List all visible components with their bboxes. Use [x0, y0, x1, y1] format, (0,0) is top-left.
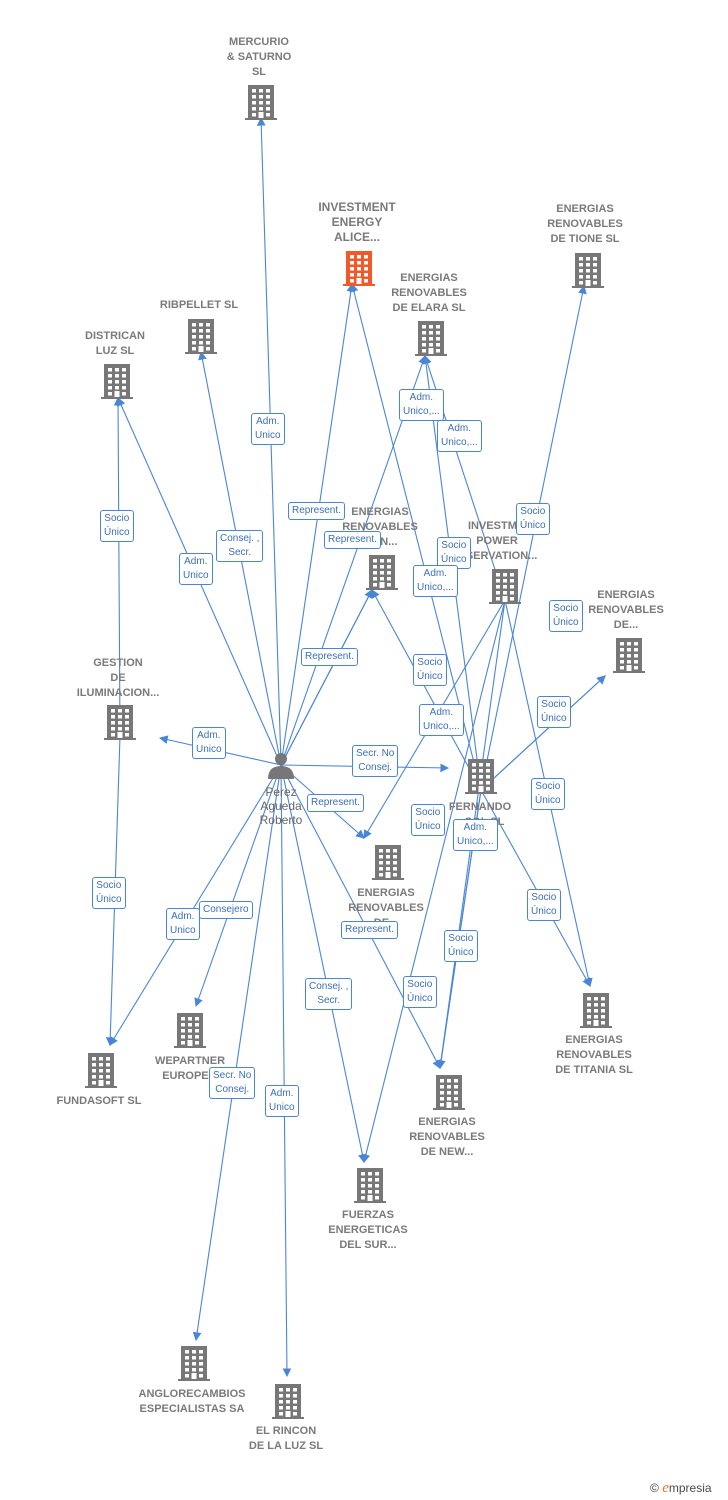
- company-label-rincon[interactable]: EL RINCON DE LA LUZ SL: [248, 1425, 324, 1452]
- copyright-symbol: ©: [650, 1481, 659, 1495]
- edge-label-e_districan_socio[interactable]: Socio Único: [100, 510, 134, 542]
- building-icon[interactable]: [343, 251, 375, 286]
- company-label-ribpellet[interactable]: RIBPELLET SL: [159, 299, 239, 311]
- edge-line: [109, 764, 282, 1046]
- company-label-investment_power[interactable]: INVESTM... POWER ...SERVATION...: [456, 520, 538, 562]
- edge-label-e_de2_socio[interactable]: Socio Único: [411, 804, 445, 836]
- edge-line: [480, 675, 606, 791]
- building-icon[interactable]: [613, 638, 645, 673]
- edge-label-e_ribpellet[interactable]: Consej. , Secr.: [216, 530, 264, 562]
- building-icon[interactable]: [465, 759, 497, 794]
- company-label-elara[interactable]: ENERGIAS RENOVABLES DE ELARA SL: [391, 272, 467, 314]
- building-icon[interactable]: [245, 85, 277, 120]
- edge-label-e_elara1[interactable]: Adm. Unico,...: [399, 389, 444, 421]
- company-label-investment_alice[interactable]: INVESTMENT ENERGY ALICE...: [318, 200, 396, 244]
- edge-label-e_con_rep[interactable]: Represent.: [324, 531, 381, 549]
- edge-label-e_titania_socio[interactable]: Socio Único: [531, 778, 565, 810]
- edge-label-e_fernando_secr[interactable]: Secr. No Consej.: [352, 745, 399, 777]
- edge-line: [371, 589, 482, 791]
- building-icon[interactable]: [104, 705, 136, 740]
- edge-line: [192, 764, 282, 1342]
- company-label-mercurio[interactable]: MERCURIO & SATURNO SL: [226, 36, 292, 78]
- edge-label-e_con_socio[interactable]: Socio Único: [413, 654, 447, 686]
- building-icon[interactable]: [85, 1053, 117, 1088]
- edge-label-e_fuerzas_consej[interactable]: Consej. , Secr.: [305, 978, 353, 1010]
- edge-label-e_alice[interactable]: Represent.: [288, 502, 345, 520]
- building-icon[interactable]: [415, 321, 447, 356]
- building-icon[interactable]: [185, 319, 217, 354]
- person-name[interactable]: Perez Agueda Roberto: [259, 785, 303, 827]
- edge-line: [361, 599, 506, 1164]
- edge-line: [280, 354, 427, 766]
- edge-label-e_districan[interactable]: Adm. Unico: [179, 553, 213, 585]
- edge-label-e_rincon[interactable]: Adm. Unico: [265, 1085, 299, 1117]
- building-icon[interactable]: [580, 993, 612, 1028]
- building-icon[interactable]: [372, 845, 404, 880]
- edge-label-e_elara2[interactable]: Adm. Unico,...: [437, 420, 482, 452]
- building-icon[interactable]: [272, 1384, 304, 1419]
- edge-label-e_con_rep2[interactable]: Represent.: [301, 648, 358, 666]
- building-icon[interactable]: [101, 364, 133, 399]
- edge-label-e_new_rep[interactable]: Represent.: [341, 921, 398, 939]
- building-icon[interactable]: [174, 1013, 206, 1048]
- building-icon[interactable]: [366, 555, 398, 590]
- building-icon[interactable]: [354, 1168, 386, 1203]
- edge-label-e_titania_socio2[interactable]: Socio Único: [527, 889, 561, 921]
- edge-label-e_power_adm[interactable]: Adm. Unico,...: [413, 565, 458, 597]
- brand-logo: © empresia: [650, 1480, 712, 1497]
- company-label-new[interactable]: ENERGIAS RENOVABLES DE NEW...: [409, 1116, 485, 1158]
- building-icon[interactable]: [433, 1075, 465, 1110]
- edge-line: [194, 764, 282, 1008]
- company-label-titania[interactable]: ENERGIAS RENOVABLES DE TITANIA SL: [555, 1034, 633, 1076]
- edge-label-e_wepartner[interactable]: Consejero: [199, 901, 253, 919]
- edge-label-e_gestion[interactable]: Adm. Unico: [192, 727, 226, 759]
- edge-label-e_mercurio[interactable]: Adm. Unico: [251, 413, 285, 445]
- company-label-anglo[interactable]: ANGLORECAMBIOS ESPECIALISTAS SA: [138, 1388, 246, 1415]
- building-icon[interactable]: [178, 1346, 210, 1381]
- edge-label-e_fer_adm2[interactable]: Adm. Unico,...: [453, 819, 498, 851]
- edge-label-e_fernando_adm[interactable]: Adm. Unico,...: [419, 704, 464, 736]
- edge-label-e_anglo[interactable]: Secr. No Consej.: [209, 1067, 256, 1099]
- edge-line: [280, 589, 373, 766]
- edge-line: [480, 789, 591, 987]
- brand-letter: e: [662, 1480, 669, 1496]
- edge-label-e_de_socio2[interactable]: Socio Único: [537, 696, 571, 728]
- building-icon[interactable]: [489, 569, 521, 604]
- edge-line: [280, 282, 356, 766]
- building-icon[interactable]: [572, 253, 604, 288]
- edge-label-e_new_socio[interactable]: Socio Único: [444, 930, 478, 962]
- edge-line: [280, 764, 441, 1069]
- edge-line: [480, 284, 587, 791]
- edge-label-e_fuerzas_socio[interactable]: Socio Único: [403, 976, 437, 1008]
- brand-name: mpresia: [668, 1481, 712, 1495]
- company-label-fuerzas[interactable]: FUERZAS ENERGETICAS DEL SUR...: [328, 1209, 408, 1251]
- company-label-er_de[interactable]: ENERGIAS RENOVABLES DE...: [588, 589, 664, 631]
- company-label-gestion[interactable]: GESTION DE ILUMINACION...: [76, 657, 160, 699]
- company-label-wepartner[interactable]: WEPARTNER EUROPE...: [154, 1055, 226, 1082]
- company-label-tione[interactable]: ENERGIAS RENOVABLES DE TIONE SL: [547, 203, 623, 245]
- company-label-fundasoft[interactable]: FUNDASOFT SL: [56, 1095, 142, 1107]
- edge-line: [280, 764, 292, 1378]
- person-icon[interactable]: [268, 753, 294, 779]
- edge-label-e_tione[interactable]: Socio Único: [516, 503, 550, 535]
- edge-label-e_de_socio[interactable]: Socio Único: [549, 600, 583, 632]
- edge-label-e_de2_rep[interactable]: Represent.: [307, 794, 364, 812]
- edge-label-e_fundasoft_socio[interactable]: Socio Único: [92, 877, 126, 909]
- buildings: [85, 85, 645, 1419]
- edge-line: [280, 764, 367, 1164]
- edge-label-e_fundasoft_adm[interactable]: Adm. Unico: [166, 908, 200, 940]
- company-label-districan[interactable]: DISTRICAN LUZ SL: [85, 330, 145, 357]
- edge-line: [113, 396, 123, 737]
